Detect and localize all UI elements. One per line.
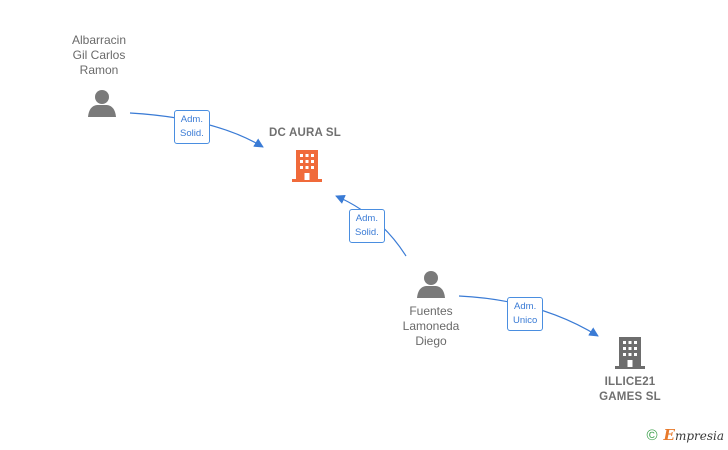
edge-label-adm-unico: Adm. Unico	[507, 297, 544, 331]
empresia-logo[interactable]: Empresia	[663, 426, 725, 444]
person-icon[interactable]	[416, 269, 446, 299]
building-icon[interactable]	[291, 148, 323, 182]
edge-label-adm-solid: Adm. Solid.	[174, 110, 210, 144]
edge-label-adm-solid: Adm. Solid.	[349, 209, 385, 243]
person-icon[interactable]	[87, 88, 117, 118]
building-icon[interactable]	[614, 335, 646, 369]
company-name-label: ILLICE21 GAMES SL	[599, 376, 661, 403]
company-name-label: DC AURA SL	[268, 127, 342, 139]
footer-brand: © Empresia	[646, 426, 724, 444]
node-person-fuentes[interactable]: Fuentes Lamoneda Diego	[381, 304, 481, 349]
node-company-dc-aura[interactable]: DC AURA SL	[245, 126, 365, 141]
copyright-icon: ©	[646, 426, 658, 444]
person-name-label: Albarracin Gil Carlos Ramon	[71, 33, 127, 77]
person-name-label: Fuentes Lamoneda Diego	[402, 304, 460, 348]
node-person-albarracin[interactable]: Albarracin Gil Carlos Ramon	[54, 33, 144, 78]
node-company-illice21[interactable]: ILLICE21 GAMES SL	[585, 375, 675, 405]
